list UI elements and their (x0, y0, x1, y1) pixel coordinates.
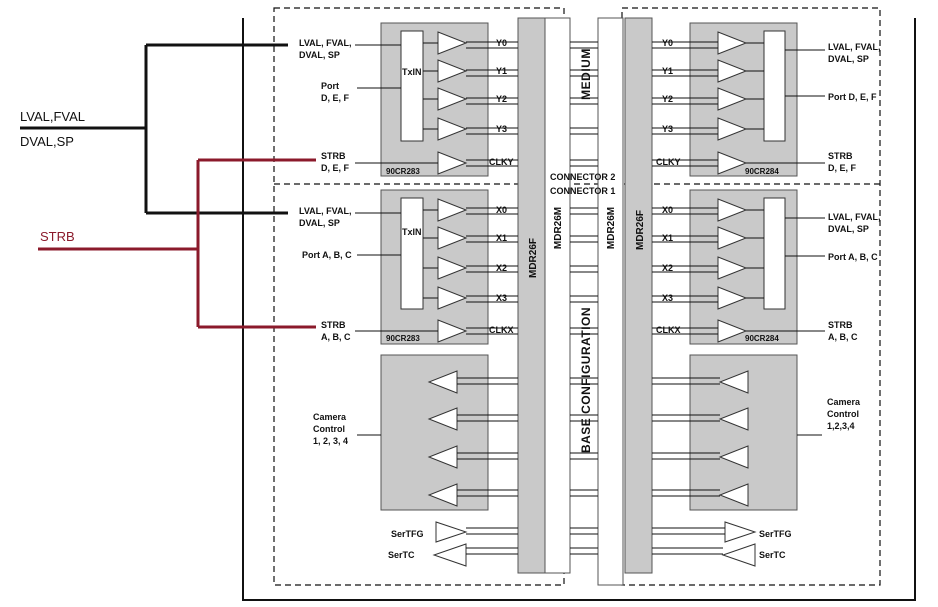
tx-base-strobe-line1: STRB (321, 320, 346, 330)
tx-base-signals-line1: LVAL, FVAL, (299, 206, 352, 216)
input-data-label-line2: DVAL,SP (20, 134, 74, 149)
mdr26f-right-label: MDR26F (635, 210, 646, 250)
mdr26m-left-label: MDR26M (553, 207, 564, 249)
cc-left-line3: 1, 2, 3, 4 (313, 436, 348, 446)
channel-label-y1-tx: Y1 (496, 66, 507, 76)
rx-base-strobe-line2: A, B, C (828, 332, 858, 342)
cc-right-line1: Camera (827, 397, 861, 407)
tx-chip-label-base: 90CR283 (386, 334, 420, 343)
rx-medium-signals-line2: DVAL, SP (828, 54, 869, 64)
tx-medium-strobe-line1: STRB (321, 151, 346, 161)
rxout-box-medium (763, 30, 786, 142)
channel-label-y0-tx: Y0 (496, 38, 507, 48)
serial-buffers (432, 521, 757, 567)
data-bus-lines (20, 43, 288, 215)
mdr26f-left-label: MDR26F (528, 238, 539, 278)
rx-base-signals-line2: DVAL, SP (828, 224, 869, 234)
tx-base-signals-line2: DVAL, SP (299, 218, 340, 228)
cc-wires (357, 377, 822, 497)
serial-tc-right: SerTC (759, 550, 786, 560)
serial-tfg-left: SerTFG (391, 529, 424, 539)
rx-base-port: Port A, B, C (828, 252, 878, 262)
base-configuration-label: BASE CONFIGURATION (579, 307, 593, 453)
clock-label-clkx-rx: CLKX (656, 325, 681, 335)
channel-label-x1-tx: X1 (496, 233, 507, 243)
tx-medium-port-line1: Port (321, 81, 339, 91)
rx-medium-port: Port D, E, F (828, 92, 877, 102)
serial-tfg-right: SerTFG (759, 529, 792, 539)
txin-box-medium (400, 30, 424, 142)
connector-2-label: CONNECTOR 2 (550, 172, 615, 182)
tx-base-strobe-line2: A, B, C (321, 332, 351, 342)
input-strobe-label: STRB (40, 229, 75, 244)
cc-left-line1: Camera (313, 412, 347, 422)
channel-label-x0-tx: X0 (496, 205, 507, 215)
rx-base-signals-line1: LVAL, FVAL, (828, 212, 881, 222)
connector-column-mdr26m-left (544, 17, 571, 574)
cc-left-line2: Control (313, 424, 345, 434)
channel-label-x3-rx: X3 (662, 293, 673, 303)
connector-column-mdr26f-right (624, 17, 653, 574)
channel-label-y2-rx: Y2 (662, 94, 673, 104)
transmitter-dashed-boundary (273, 7, 565, 586)
rx-medium-strobe-line2: D, E, F (828, 163, 857, 173)
channel-label-x2-rx: X2 (662, 263, 673, 273)
tx-medium-signals-line1: LVAL, FVAL, (299, 38, 352, 48)
channel-label-y0-rx: Y0 (662, 38, 673, 48)
rx-buffers-base (717, 198, 748, 343)
connector-column-mdr26m-right (597, 17, 624, 586)
txin-label-medium: TxIN (402, 67, 422, 77)
tx-medium-port-line2: D, E, F (321, 93, 350, 103)
channel-label-x3-tx: X3 (496, 293, 507, 303)
rx-wires-base (652, 207, 825, 335)
cable-lines (570, 41, 598, 555)
rx-medium-strobe-line1: STRB (828, 151, 853, 161)
clock-label-clky-tx: CLKY (489, 157, 514, 167)
rx-buffers-medium (717, 31, 748, 175)
strobe-bus-lines (38, 158, 316, 329)
serial-tc-left: SerTC (388, 550, 415, 560)
cc-right-line3: 1,2,3,4 (827, 421, 855, 431)
rx-wires-medium (652, 41, 825, 167)
channel-label-y3-rx: Y3 (662, 124, 673, 134)
tx-buffers-base (437, 198, 468, 343)
channel-label-y1-rx: Y1 (662, 66, 673, 76)
rx-chip-label-base: 90CR284 (745, 334, 779, 343)
channel-label-x0-rx: X0 (662, 205, 673, 215)
txin-label-base: TxIN (402, 227, 422, 237)
rx-chip-label-medium: 90CR284 (745, 167, 779, 176)
cc-tx-buffers (427, 370, 458, 507)
channel-label-x2-tx: X2 (496, 263, 507, 273)
cc-right-line2: Control (827, 409, 859, 419)
tx-medium-strobe-line2: D, E, F (321, 163, 350, 173)
tx-chip-base (380, 189, 489, 345)
outer-frame (242, 18, 916, 601)
connector-column-mdr26f-left (517, 17, 546, 574)
mdr26m-right-label: MDR26M (606, 207, 617, 249)
channel-label-x1-rx: X1 (662, 233, 673, 243)
rx-base-strobe-line1: STRB (828, 320, 853, 330)
tx-base-port: Port A, B, C (302, 250, 352, 260)
tx-wires-base (355, 207, 518, 335)
tx-medium-signals-line2: DVAL, SP (299, 50, 340, 60)
input-data-label-line1: LVAL,FVAL (20, 109, 85, 124)
tx-buffers-medium (437, 31, 468, 175)
cc-rx-buffers (718, 370, 749, 507)
txin-box-base (400, 197, 424, 310)
rx-medium-signals-line1: LVAL, FVAL, (828, 42, 881, 52)
rxout-box-base (763, 197, 786, 310)
medium-label: MEDIUM (579, 48, 593, 100)
tx-wires-medium (355, 41, 518, 167)
clock-label-clky-rx: CLKY (656, 157, 681, 167)
channel-label-y2-tx: Y2 (496, 94, 507, 104)
serial-wires (466, 527, 725, 555)
channel-label-y3-tx: Y3 (496, 124, 507, 134)
clock-label-clkx-tx: CLKX (489, 325, 514, 335)
connector-1-label: CONNECTOR 1 (550, 186, 615, 196)
tx-chip-label-medium: 90CR283 (386, 167, 420, 176)
